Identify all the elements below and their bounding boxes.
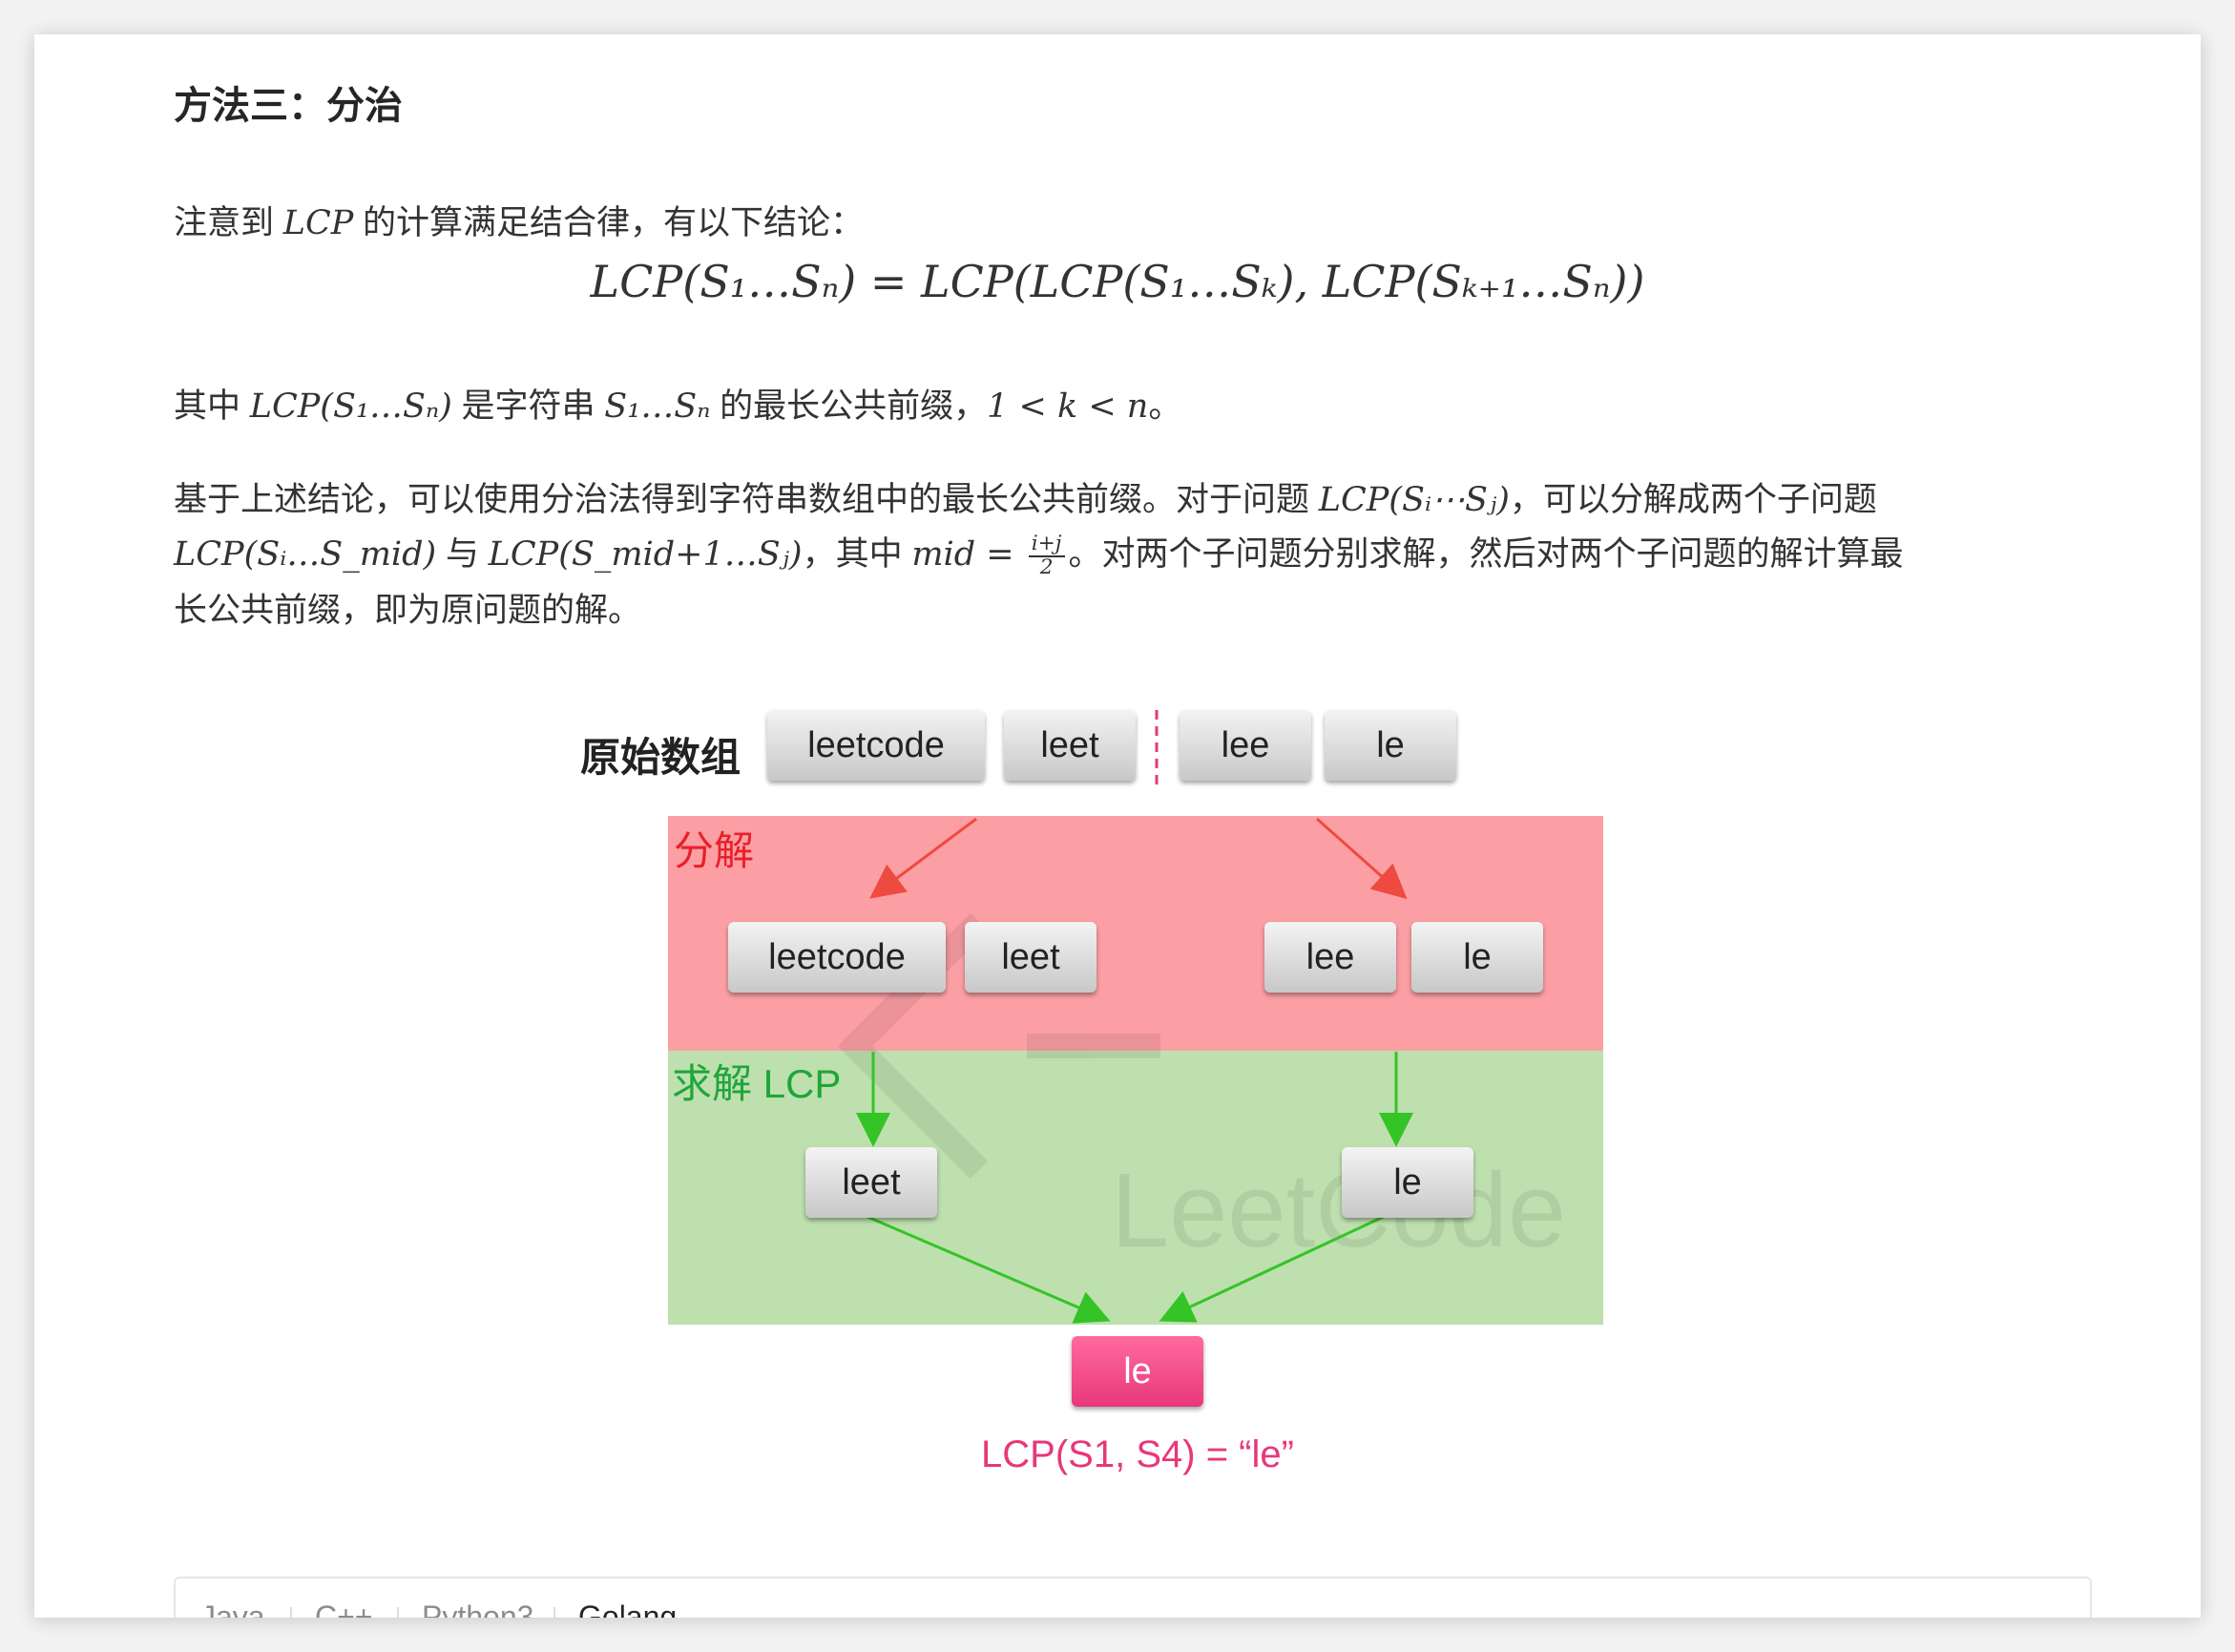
merge-arrow-left bbox=[860, 1212, 1111, 1324]
explain-l1-text: 基于上述结论，可以使用分治法得到字符串数组中的最长公共前缀。对于问题 bbox=[174, 481, 1319, 518]
where-math-2: S₁…Sₙ bbox=[604, 387, 711, 426]
where-text-2: 是字符串 bbox=[451, 387, 605, 425]
code-language-tabs: Java C++ Python3 Golang bbox=[174, 1577, 2092, 1618]
solve-label: 求解 LCP bbox=[672, 1061, 842, 1106]
fraction-numerator: i+j bbox=[1028, 533, 1065, 557]
original-word-2: leet bbox=[1004, 710, 1136, 781]
intro-paragraph: 注意到 LCP 的计算满足结合律，有以下结论： bbox=[174, 195, 864, 252]
where-text-3: 的最长公共前缀， bbox=[710, 387, 988, 425]
explain-l2-math-1: LCP(Sᵢ…S_mid) bbox=[174, 535, 437, 574]
intro-lcp-math: LCP bbox=[282, 204, 354, 242]
watermark-text: LeetCode bbox=[1111, 1152, 1566, 1269]
where-paragraph: 其中 LCP(S₁…Sₙ) 是字符串 S₁…Sₙ 的最长公共前缀，1 < k <… bbox=[174, 378, 1181, 435]
where-text-4: 。 bbox=[1148, 387, 1182, 425]
result-caption: LCP(S1, S4) = “le” bbox=[981, 1433, 1294, 1475]
result-word: le bbox=[1072, 1336, 1203, 1407]
split-word-1: leetcode bbox=[728, 922, 946, 993]
tab-separator bbox=[290, 1607, 292, 1618]
split-word-2: leet bbox=[965, 922, 1097, 993]
solve-word-left: leet bbox=[805, 1147, 937, 1218]
tab-golang[interactable]: Golang bbox=[578, 1600, 678, 1618]
fraction-denominator: 2 bbox=[1039, 554, 1054, 579]
merge-arrow-right bbox=[1159, 1212, 1390, 1323]
explain-l2-math-3: mid = bbox=[911, 535, 1025, 574]
original-word-4: le bbox=[1325, 710, 1456, 781]
tab-separator bbox=[554, 1607, 555, 1618]
where-math-1: LCP(S₁…Sₙ) bbox=[249, 387, 452, 426]
section-heading: 方法三：分治 bbox=[174, 85, 403, 127]
split-word-3: lee bbox=[1264, 922, 1396, 993]
divide-conquer-figure: LeetCode 原始数组 leetcode leet lee le 分解 le… bbox=[34, 34, 2201, 1618]
solution-card: 方法三：分治 注意到 LCP 的计算满足结合律，有以下结论： LCP(S₁…Sₙ… bbox=[34, 34, 2201, 1618]
where-text-1: 其中 bbox=[174, 387, 250, 425]
tab-cpp[interactable]: C++ bbox=[315, 1600, 373, 1618]
split-arrow-right bbox=[1316, 817, 1408, 899]
associativity-formula: LCP(S₁…Sₙ) = LCP(LCP(S₁…Sₖ), LCP(Sₖ₊₁…Sₙ… bbox=[590, 256, 1645, 307]
where-math-3: 1 < k < n bbox=[987, 387, 1149, 426]
original-word-1: leetcode bbox=[767, 710, 985, 781]
explain-l1-tail: ，可以分解成两个子问题 bbox=[1509, 481, 1877, 518]
tab-separator bbox=[397, 1607, 399, 1618]
explain-l2-text-2: ，其中 bbox=[802, 535, 912, 573]
intro-text-before: 注意到 bbox=[174, 204, 283, 241]
original-word-3: lee bbox=[1180, 710, 1311, 781]
split-label: 分解 bbox=[674, 828, 755, 873]
tab-python3[interactable]: Python3 bbox=[422, 1600, 534, 1618]
split-word-4: le bbox=[1411, 922, 1543, 993]
explain-l2-text-3: 。对两个子问题分别求解，然后对两个子问题的解计算最 bbox=[1068, 535, 1904, 573]
solve-word-right: le bbox=[1342, 1147, 1473, 1218]
explain-line-2: LCP(Sᵢ…S_mid) 与 LCP(S_mid+1…Sⱼ)，其中 mid =… bbox=[174, 526, 1904, 583]
explain-l1-math: LCP(Sᵢ⋯Sⱼ) bbox=[1318, 481, 1510, 519]
explain-l2-text-1: 与 bbox=[436, 535, 489, 573]
split-arrow-left bbox=[869, 817, 977, 899]
tab-java[interactable]: Java bbox=[200, 1600, 265, 1618]
explain-line-3: 长公共前缀，即为原问题的解。 bbox=[174, 592, 642, 629]
explain-l2-math-2: LCP(S_mid+1…Sⱼ) bbox=[488, 535, 803, 574]
figure-overlay: LeetCode bbox=[837, 710, 1566, 1324]
original-array-label: 原始数组 bbox=[580, 735, 742, 780]
intro-text-after: 的计算满足结合律，有以下结论： bbox=[353, 204, 865, 241]
explain-line-1: 基于上述结论，可以使用分治法得到字符串数组中的最长公共前缀。对于问题 LCP(S… bbox=[174, 471, 1877, 529]
